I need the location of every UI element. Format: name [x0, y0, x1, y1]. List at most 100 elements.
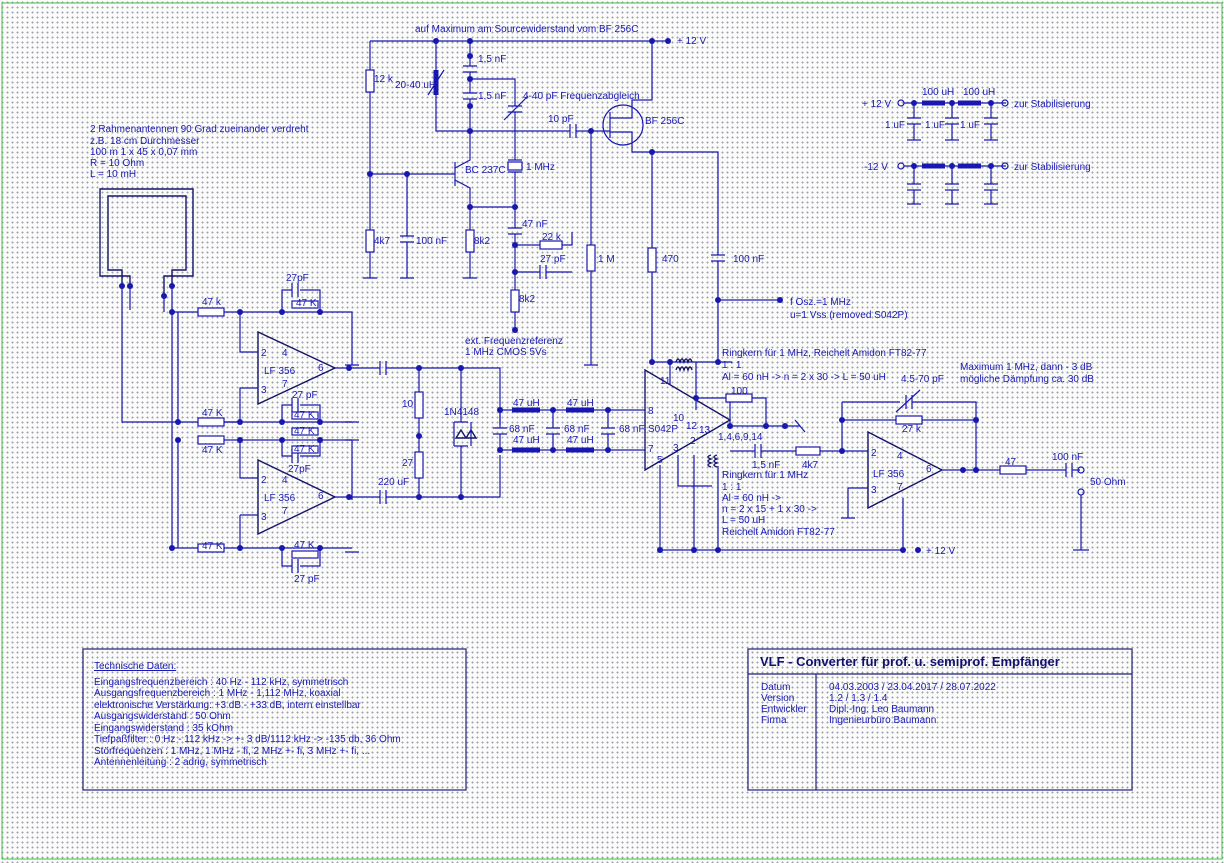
svg-text:6: 6 [318, 491, 324, 502]
tech-row: Tiefpaßfilter : 0 Hz - 112 kHz -> +- 3 d… [94, 734, 401, 745]
stab-neg-label: -12 V [864, 162, 888, 173]
trim-note-label: 4-40 pF Frequenzabgleich [523, 91, 640, 102]
svg-text:4: 4 [282, 475, 288, 486]
mixer-ic [644, 368, 732, 472]
c-1p5a-label: 1,5 nF [478, 54, 506, 65]
pre-c220u-label: 220 uF [378, 477, 409, 488]
title-block-title: VLF - Converter für prof. u. semiprof. E… [760, 654, 1060, 669]
ring2-label-c: Al = 60 nH -> [722, 493, 781, 504]
svg-text:4: 4 [282, 348, 288, 359]
antenna-note-5: L = 10 mH [90, 169, 136, 180]
ring1-label-a: Ringkern für 1 MHz, Reichelt Amidon FT82… [722, 348, 927, 359]
c-1p5b-label: 1,5 nF [478, 91, 506, 102]
title-block [747, 648, 1133, 791]
title-value-datum: 04.03.2003 / 23.04.2017 / 28.07.2022 [829, 682, 996, 693]
pre-r2-label: 47 K [296, 298, 317, 309]
filter-section: 47 uH 47 uH 47 uH 47 uH 68 nF 68 nF 68 n… [493, 398, 645, 453]
opamp1-label: LF 356 [264, 366, 296, 377]
pre-c2-label: 27 pF [292, 390, 318, 401]
ring2-label-b: 1 : 1 [722, 482, 742, 493]
mixer-pin7: 7 [648, 444, 654, 455]
stab-to-2: zur Stabilisierung [1014, 162, 1091, 173]
pre-r27-label: 27 [402, 458, 414, 469]
svg-text:7: 7 [282, 379, 288, 390]
c-10p-label: 10 pF [548, 114, 574, 125]
output-load-label: 50 Ohm [1090, 477, 1126, 488]
out-pin6: 6 [926, 464, 932, 475]
mixer-pin10: 10 [673, 413, 685, 424]
ring2-label-a: Ringkern für 1 MHz [722, 470, 808, 481]
filter-c3-label: 68 nF [619, 424, 645, 435]
filter-l4-label: 47 uH [567, 435, 594, 446]
filter-l2-label: 47 uH [567, 398, 594, 409]
filter-c1-label: 68 nF [509, 424, 535, 435]
out-pin3: 3 [871, 485, 877, 496]
pre-r6-label: 47 K [294, 426, 315, 437]
out-pin4: 4 [897, 451, 903, 462]
mixer-r100-label: 100 [731, 386, 748, 397]
c-100n-label: 100 nF [416, 236, 447, 247]
output-r47-label: 47 [1005, 457, 1017, 468]
bjt-label: BC 237C [465, 165, 506, 176]
output-c100n-label: 100 nF [1052, 452, 1083, 463]
mixer-r4k7-label: 4k7 [802, 460, 819, 471]
opamp-1 [257, 330, 337, 406]
stab-l1-label: 100 uH [922, 87, 954, 98]
xtal-label: 1 MHz [526, 162, 555, 173]
tech-data-heading: Technische Daten: [94, 661, 176, 672]
pre-r9-label: 47 K [294, 540, 315, 551]
stabilizer-section: + 12 V 100 uH 100 uH zur Stabilisierung … [862, 87, 1091, 204]
header-note: auf Maximum am Sourcewiderstand vom BF 2… [415, 24, 638, 35]
mixer-supply-label: + 12 V [926, 546, 956, 557]
out-pin2: 2 [871, 448, 877, 459]
ring2-label-f: Reichelt Amidon FT82-77 [722, 527, 835, 538]
pre-r10-label: 10 [402, 399, 414, 410]
fet-label: BF 256C [645, 116, 684, 127]
supply-top-label: + 12 V [677, 36, 707, 47]
title-label-datum: Datum [761, 682, 790, 693]
stab-pos-label: + 12 V [862, 99, 892, 110]
mixer-pin8: 8 [648, 406, 654, 417]
r-1m-label: 1 M [598, 254, 615, 265]
out-pin7: 7 [897, 482, 903, 493]
pre-r8-label: 47 K [202, 541, 223, 552]
stab-c1-label: 1 uF [885, 120, 905, 131]
svg-text:6: 6 [318, 363, 324, 374]
tech-row: Ausgangsfrequenzbereich : 1 MHz - 1,112 … [94, 688, 341, 699]
svg-text:7: 7 [282, 506, 288, 517]
r-22k-label: 22 k [542, 232, 562, 243]
antenna-note-1: 2 Rahmenantennen 90 Grad zueinander verd… [90, 124, 309, 135]
mixer-c1p5-label: 1,5 nF [752, 460, 780, 471]
pre-r3-label: 47 K [202, 408, 223, 419]
tech-row: Eingangswiderstand : 35 kOhm [94, 723, 233, 734]
stab-l2-label: 100 uH [963, 87, 995, 98]
mixer-pin11: 11 [660, 376, 671, 387]
title-value-firma: Ingenieurbüro Baumann [829, 715, 936, 726]
tech-row: Antennenleitung : 2 adrig, symmetrisch [94, 757, 267, 768]
tech-row: Störfrequenzen : 1 MHz, 1 MHz - fi, 2 MH… [94, 746, 370, 757]
stab-c3-label: 1 uF [960, 120, 980, 131]
title-value-version: 1.2 / 1.3 / 1.4 [829, 693, 888, 704]
mixer-gnd-pins: 1,4,6,9,14 [718, 432, 763, 443]
pre-r5-label: 47 K [294, 410, 315, 421]
svg-text:2: 2 [261, 348, 267, 359]
tech-row: Eingangsfrequenzbereich : 40 Hz - 112 kH… [94, 677, 348, 688]
loop-antenna-1 [107, 195, 187, 286]
mixer-pin12: 12 [686, 421, 698, 432]
oscillator-section: auf Maximum am Sourcewiderstand vom BF 2… [365, 24, 908, 365]
output-note-2: mögliche Dämpfung ca. 30 dB [960, 374, 1094, 385]
output-r27k-label: 27 k [902, 424, 922, 435]
r-4k7-label: 4k7 [374, 236, 391, 247]
pre-r4-label: 47 K [202, 445, 223, 456]
r-470-label: 470 [662, 254, 679, 265]
filter-l1-label: 47 uH [513, 398, 540, 409]
title-label-firma: Firma [761, 715, 787, 726]
mixer-pin2: 2 [690, 436, 696, 447]
title-value-entwickler: Dipl.-Ing. Leo Baumann [829, 704, 934, 715]
ext-ref-label-1: ext. Frequenzreferenz [465, 336, 563, 347]
ext-ref-label-2: 1 MHz CMOS 5Vs [465, 347, 547, 358]
pre-c4-label: 27 pF [294, 574, 320, 585]
pre-r7-label: 47 K [294, 444, 315, 455]
stab-c2-label: 1 uF [925, 120, 945, 131]
